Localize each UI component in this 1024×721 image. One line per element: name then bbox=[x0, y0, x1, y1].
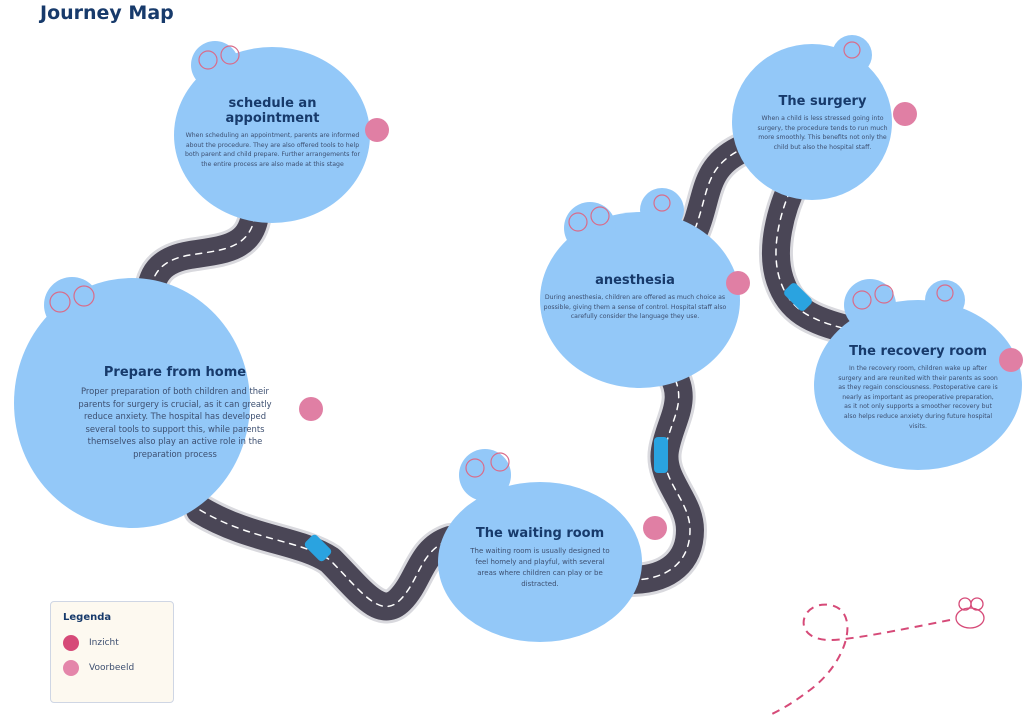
stage-text: When a child is less stressed going into… bbox=[757, 115, 888, 151]
anxious-face-icon bbox=[643, 516, 667, 540]
stage-text: During anesthesia, children are offered … bbox=[543, 294, 727, 321]
stage-title: anesthesia bbox=[595, 273, 675, 288]
legend-item-voorbeeld: Voorbeeld bbox=[63, 660, 134, 676]
stage-title: The recovery room bbox=[849, 344, 987, 359]
legend: Legenda Inzicht Voorbeeld bbox=[50, 601, 174, 703]
stage-title: The surgery bbox=[778, 94, 867, 109]
uneasy-face-icon bbox=[999, 348, 1023, 372]
bee-icon bbox=[955, 597, 985, 629]
road-center-line bbox=[149, 141, 851, 608]
legend-title: Legenda bbox=[63, 612, 112, 623]
stage-title: schedule an appointment bbox=[225, 96, 320, 126]
stage-title: The waiting room bbox=[475, 526, 605, 541]
stage-text: In the recovery room, children wake up a… bbox=[838, 365, 998, 430]
stage-text: When scheduling an appointment, parents … bbox=[185, 132, 360, 168]
legend-dot-icon bbox=[63, 660, 79, 676]
bee-trail bbox=[769, 603, 951, 716]
shocked-face-icon bbox=[365, 118, 389, 142]
stage-text: Proper preparation of both children and … bbox=[78, 386, 272, 460]
car-icon bbox=[784, 283, 812, 311]
car-icon bbox=[654, 437, 668, 473]
legend-dot-icon bbox=[63, 635, 79, 651]
cars bbox=[304, 283, 812, 562]
happy-face-icon bbox=[299, 397, 323, 421]
car-icon bbox=[304, 534, 332, 562]
legend-item-inzicht: Inzicht bbox=[63, 635, 119, 651]
stage-title: Prepare from home bbox=[103, 365, 247, 380]
people-icons bbox=[49, 41, 954, 478]
page-title: Journey Map bbox=[40, 2, 174, 24]
uneasy-face-icon bbox=[726, 271, 750, 295]
stage-recovery-room: The recovery room In the recovery room, c… bbox=[838, 344, 998, 431]
neutral-face-icon bbox=[893, 102, 917, 126]
stage-text: The waiting room is usually designed to … bbox=[470, 547, 610, 588]
